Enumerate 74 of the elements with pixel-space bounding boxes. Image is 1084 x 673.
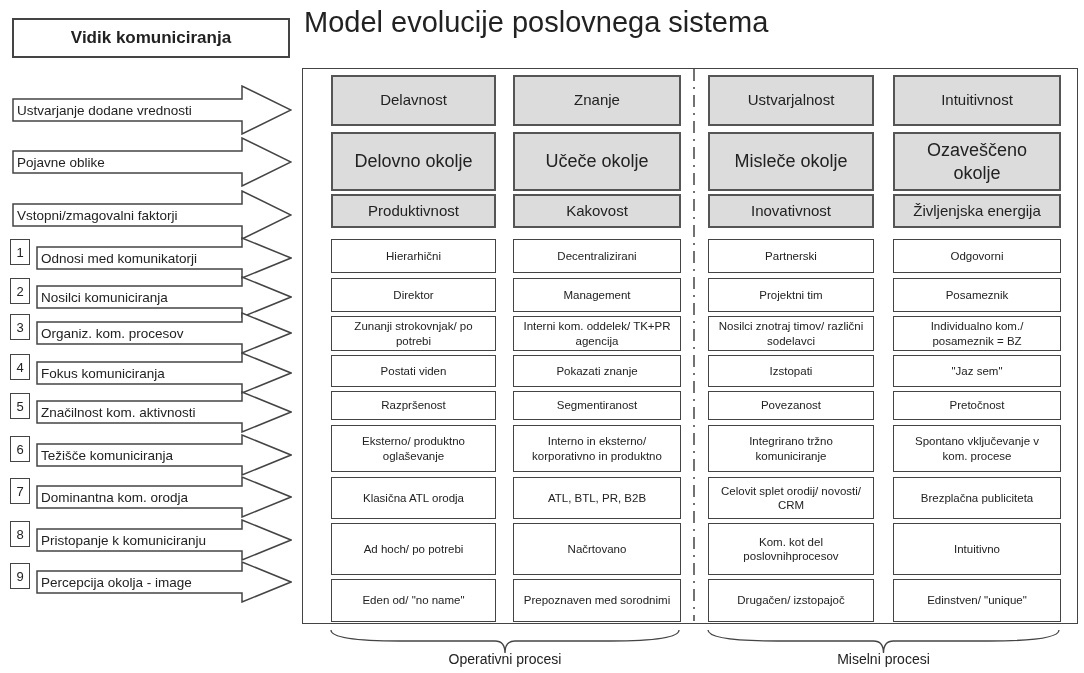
arrow-shape: Pojavne oblike — [12, 137, 292, 187]
arrow-shape: Fokus komuniciranja — [36, 352, 292, 394]
table-cell: Eksterno/ produktno oglaševanje — [331, 425, 496, 472]
table-cell: Povezanost — [708, 391, 874, 420]
table-cell: Eden od/ "no name" — [331, 579, 496, 622]
table-cell: Partnerski — [708, 239, 874, 273]
table-cell: Interno in eksterno/ korporativno in produktno — [513, 425, 681, 472]
table-cell: "Jaz sem" — [893, 355, 1061, 387]
row-number: 8 — [10, 521, 30, 547]
header-cell: Življenjska energija — [893, 194, 1061, 228]
header-cell: Kakovost — [513, 194, 681, 228]
header-cell: Inovativnost — [708, 194, 874, 228]
row-number: 9 — [10, 563, 30, 589]
header-cell: Misleče okolje — [708, 132, 874, 191]
row-number: 2 — [10, 278, 30, 304]
arrow-shape: Percepcija okolja - image — [36, 561, 292, 603]
frame-box — [302, 68, 1078, 624]
table-cell: Pokazati znanje — [513, 355, 681, 387]
header-cell: Znanje — [513, 75, 681, 126]
table-cell: Razpršenost — [331, 391, 496, 420]
table-cell: Klasična ATL orodja — [331, 477, 496, 519]
table-cell: Drugačen/ izstopajoč — [708, 579, 874, 622]
header-cell: Ustvarjalnost — [708, 75, 874, 126]
table-cell: Integrirano tržno komuniciranje — [708, 425, 874, 472]
table-cell: Nosilci znotraj timov/ različni sodelavci — [708, 316, 874, 351]
table-cell: Management — [513, 278, 681, 312]
table-cell: Odgovorni — [893, 239, 1061, 273]
arrow-shape: Dominantna kom. orodja — [36, 476, 292, 518]
header-cell: Delavnost — [331, 75, 496, 126]
table-cell: Ad hoch/ po potrebi — [331, 523, 496, 575]
row-number: 6 — [10, 436, 30, 462]
table-cell: Posameznik — [893, 278, 1061, 312]
table-cell: Prepoznaven med sorodnimi — [513, 579, 681, 622]
header-cell: Intuitivnost — [893, 75, 1061, 126]
arrow-shape: Pristopanje k komuniciranju — [36, 519, 292, 561]
table-cell: Interni kom. oddelek/ TK+PR agencija — [513, 316, 681, 351]
table-cell: Segmentiranost — [513, 391, 681, 420]
arrow-shape: Organiz. kom. procesov — [36, 312, 292, 354]
arrow-shape: Ustvarjanje dodane vrednosti — [12, 85, 292, 135]
heading-box: Vidik komuniciranja — [12, 18, 290, 58]
table-cell: Brezplačna publiciteta — [893, 477, 1061, 519]
table-cell: Decentralizirani — [513, 239, 681, 273]
arrow-shape: Težišče komuniciranja — [36, 434, 292, 476]
arrow-shape: Vstopni/zmagovalni faktorji — [12, 190, 292, 240]
table-cell: Postati viden — [331, 355, 496, 387]
row-number: 3 — [10, 314, 30, 340]
row-number: 4 — [10, 354, 30, 380]
table-cell: Zunanji strokovnjak/ po potrebi — [331, 316, 496, 351]
header-cell: Produktivnost — [331, 194, 496, 228]
table-cell: Pretočnost — [893, 391, 1061, 420]
bracket-label: Operativni procesi — [447, 651, 563, 669]
arrow-shape: Nosilci komuniciranja — [36, 276, 292, 318]
row-number: 1 — [10, 239, 30, 265]
table-cell: Celovit splet orodij/ novosti/ CRM — [708, 477, 874, 519]
table-cell: Edinstven/ "unique" — [893, 579, 1061, 622]
table-cell: Direktor — [331, 278, 496, 312]
diagram-title: Model evolucije poslovnega sistema — [304, 6, 770, 40]
row-number: 7 — [10, 478, 30, 504]
row-number: 5 — [10, 393, 30, 419]
arrow-shape: Odnosi med komunikatorji — [36, 237, 292, 279]
header-cell: Učeče okolje — [513, 132, 681, 191]
table-cell: Spontano vključevanje v kom. procese — [893, 425, 1061, 472]
bracket-label: Miselni procesi — [836, 651, 931, 669]
arrow-shape: Značilnost kom. aktivnosti — [36, 391, 292, 433]
table-cell: Hierarhični — [331, 239, 496, 273]
table-cell: Intuitivno — [893, 523, 1061, 575]
header-cell: Ozaveščeno okolje — [893, 132, 1061, 191]
header-cell: Delovno okolje — [331, 132, 496, 191]
table-cell: Kom. kot del poslovnihprocesov — [708, 523, 874, 575]
table-cell: Projektni tim — [708, 278, 874, 312]
table-cell: Načrtovano — [513, 523, 681, 575]
table-cell: Individualno kom./ posameznik = BZ — [893, 316, 1061, 351]
table-cell: ATL, BTL, PR, B2B — [513, 477, 681, 519]
table-cell: Izstopati — [708, 355, 874, 387]
